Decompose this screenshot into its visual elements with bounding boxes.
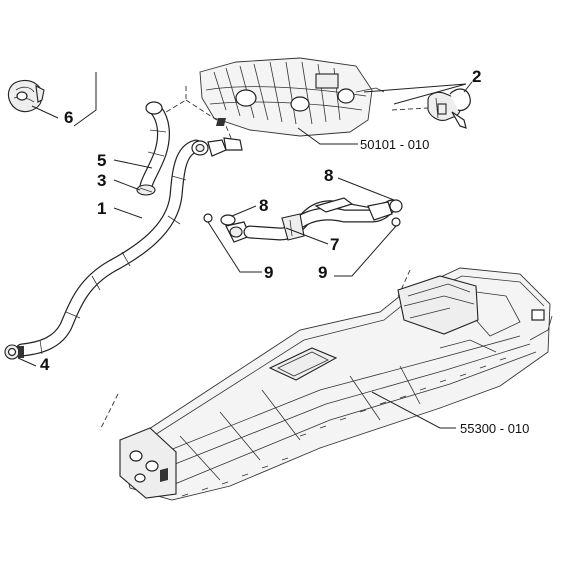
ref-engine: 50101 - 010	[360, 137, 429, 152]
leader-tank-ref	[371, 391, 456, 429]
callout-1: 1	[97, 199, 106, 218]
leader-9-right	[334, 225, 397, 277]
part-8-o-ring-right	[389, 199, 403, 213]
leader-7	[285, 227, 329, 245]
leader-6	[31, 105, 59, 119]
guide-hose-5	[165, 86, 187, 113]
part-3-clamp	[136, 184, 156, 196]
leader-frame-6	[73, 72, 97, 127]
engine-block-sketch	[199, 57, 385, 137]
part-8-o-ring-left	[220, 214, 236, 226]
callout-5: 5	[97, 151, 106, 170]
part-6-connector-cap	[7, 79, 45, 113]
callout-3: 3	[97, 171, 106, 190]
guide-part-2	[391, 107, 429, 111]
ref-tank: 55300 - 010	[460, 421, 529, 436]
leader-5	[113, 159, 153, 169]
leader-1	[113, 207, 143, 219]
leader-engine-ref	[297, 127, 358, 145]
callout-8-right: 8	[324, 166, 333, 185]
leader-4	[17, 357, 37, 367]
part-1-hose	[15, 139, 203, 357]
callout-2: 2	[472, 67, 481, 86]
part-9-seal-right	[391, 217, 401, 227]
callout-7: 7	[330, 235, 339, 254]
hose-1-upper-connector	[191, 137, 243, 157]
callout-4: 4	[40, 355, 50, 374]
guide-hose-1	[99, 393, 119, 431]
leader-8-left	[231, 205, 257, 217]
leader-2	[463, 81, 473, 93]
callout-9-right: 9	[318, 263, 327, 282]
leader-9-left	[207, 221, 262, 273]
callout-6: 6	[64, 108, 73, 127]
part-5-hose	[139, 101, 170, 193]
part-7-pipe-assembly	[225, 197, 399, 243]
fuel-tank-sketch	[119, 267, 553, 501]
callout-9-left: 9	[264, 263, 273, 282]
part-4-fitting	[4, 344, 24, 360]
part-9-seal-left	[203, 213, 213, 223]
leader-3	[113, 179, 141, 191]
leader-frame-2	[363, 83, 467, 105]
part-2-connector	[427, 88, 471, 129]
callout-8-left: 8	[259, 196, 268, 215]
leader-8-right	[337, 177, 395, 201]
